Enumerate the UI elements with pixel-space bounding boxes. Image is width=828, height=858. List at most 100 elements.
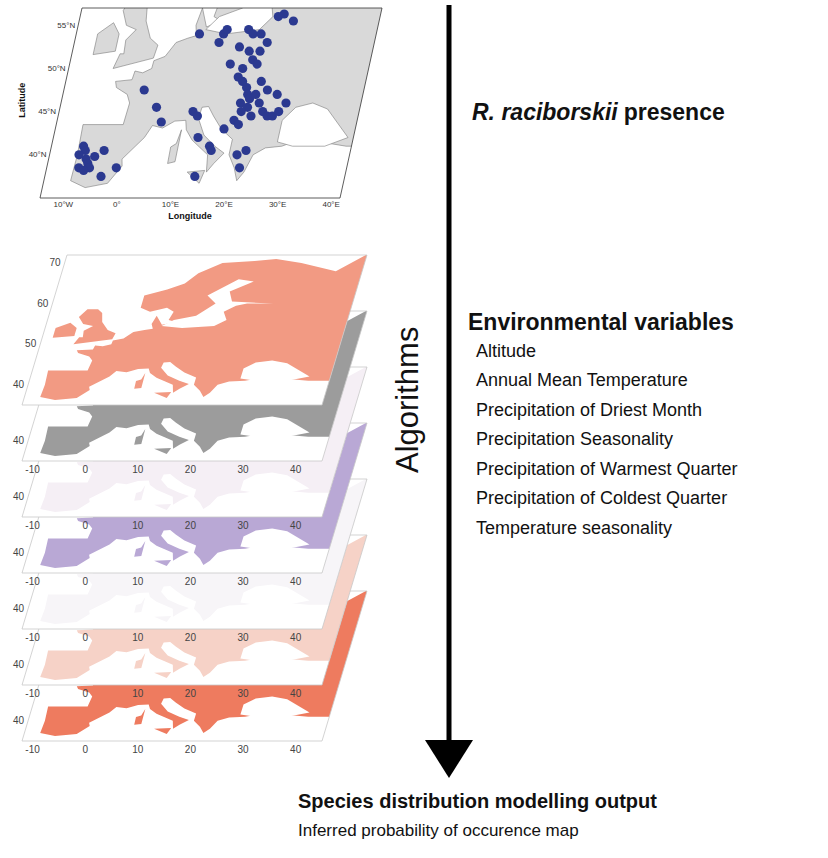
land-shape: [154, 392, 171, 398]
tick-label: 40: [290, 632, 301, 644]
tick-label: 40: [290, 576, 301, 588]
tick-label: 0: [82, 576, 88, 588]
tick-label: 40: [13, 715, 24, 727]
tick-label: 0: [82, 464, 88, 476]
tick-label: 20: [185, 464, 196, 476]
tick-label: -10: [25, 632, 39, 644]
presence-dot: [235, 42, 244, 51]
land-shape: [53, 323, 77, 338]
tick-label: 30: [237, 464, 248, 476]
presence-dot: [241, 146, 250, 155]
tick-label: 10: [132, 632, 143, 644]
tick-label: 40°N: [29, 150, 47, 159]
land-shape: [134, 373, 145, 389]
presence-dot: [234, 120, 243, 129]
tick-label: 10: [132, 576, 143, 588]
output-description: Inferred probability of occurence map: [298, 821, 579, 841]
tick-label: 10: [132, 464, 143, 476]
tick-label: 30: [237, 744, 248, 756]
land-shape: [113, 0, 158, 69]
tick-label: 30: [237, 576, 248, 588]
variable-name: Temperature seasonality: [476, 518, 672, 539]
variable-name: Altitude: [476, 341, 536, 362]
sea-shape: [240, 696, 309, 716]
presence-dot: [246, 111, 255, 120]
presence-dot: [238, 64, 247, 73]
land-shape: [154, 672, 171, 678]
presence-dot: [90, 152, 99, 161]
presence-dot: [223, 25, 232, 34]
tick-label: -10: [25, 464, 39, 476]
env-layer-land: [40, 251, 373, 400]
tick-label: 0: [82, 632, 88, 644]
tick-label: -10: [25, 688, 39, 700]
sea-shape: [240, 584, 309, 604]
presence-dot: [274, 12, 283, 21]
presence-map-land: [71, 0, 434, 188]
flow-arrow-shaft: [447, 5, 452, 742]
tick-label: -10: [25, 744, 39, 756]
heading-presence: presence: [624, 99, 725, 125]
tick-label: 10°E: [162, 200, 179, 209]
tick-label: 0°: [113, 200, 121, 209]
presence-dot: [263, 38, 272, 47]
tick-label: 30: [237, 632, 248, 644]
tick-label: 40: [290, 464, 301, 476]
output-heading: Species distribution modelling output: [298, 790, 657, 813]
sea-shape: [240, 472, 309, 492]
presence-dot: [257, 29, 266, 38]
env-layer-frame: [22, 255, 367, 405]
tick-label: 40: [290, 520, 301, 532]
presence-dot: [273, 90, 282, 99]
presence-dot: [207, 146, 216, 155]
tick-label: 45°N: [38, 107, 56, 116]
land-shape: [93, 23, 119, 55]
axis-title: Latitude: [17, 83, 27, 118]
tick-label: 30: [237, 688, 248, 700]
land-shape: [134, 653, 145, 669]
tick-label: 30: [237, 520, 248, 532]
tick-label: 10°W: [54, 200, 74, 209]
presence-dot: [74, 150, 83, 159]
heading-species: R. raciborskii: [472, 99, 618, 125]
sea-shape: [162, 279, 274, 328]
land-shape: [154, 728, 171, 734]
presence-dot: [263, 85, 272, 94]
tick-label: 0: [82, 688, 88, 700]
tick-label: -10: [25, 520, 39, 532]
sea-shape: [240, 360, 309, 380]
land-shape: [154, 448, 171, 454]
land-shape: [168, 130, 182, 164]
variable-name: Precipitation of Warmest Quarter: [476, 459, 737, 480]
tick-label: 40: [13, 603, 24, 615]
tick-label: 50: [25, 338, 36, 350]
sea-shape: [240, 416, 309, 436]
tick-label: 40: [13, 659, 24, 671]
tick-label: 60: [37, 298, 48, 310]
land-shape: [73, 309, 115, 344]
presence-dot: [255, 98, 264, 107]
presence-dot: [79, 166, 88, 175]
sea-shape: [240, 528, 309, 548]
tick-label: 40°E: [322, 200, 339, 209]
presence-dot: [257, 77, 266, 86]
presence-dot: [140, 85, 149, 94]
land-shape: [154, 616, 171, 622]
tick-label: 10: [132, 744, 143, 756]
axis-title: Longitude: [168, 211, 212, 221]
tick-label: 40: [13, 491, 24, 503]
presence-dot: [195, 29, 204, 38]
tick-label: 40: [290, 744, 301, 756]
land-shape: [134, 541, 145, 557]
presence-dot: [219, 124, 228, 133]
presence-dot: [235, 163, 244, 172]
presence-dot: [157, 117, 166, 126]
tick-label: 30°E: [269, 200, 286, 209]
tick-label: 10: [132, 520, 143, 532]
presence-dot: [251, 90, 260, 99]
presence-dot: [193, 111, 202, 120]
variable-name: Precipitation of Driest Month: [476, 400, 702, 421]
flow-arrow-head: [425, 740, 473, 778]
tick-label: 20: [185, 632, 196, 644]
tick-label: 20: [185, 576, 196, 588]
